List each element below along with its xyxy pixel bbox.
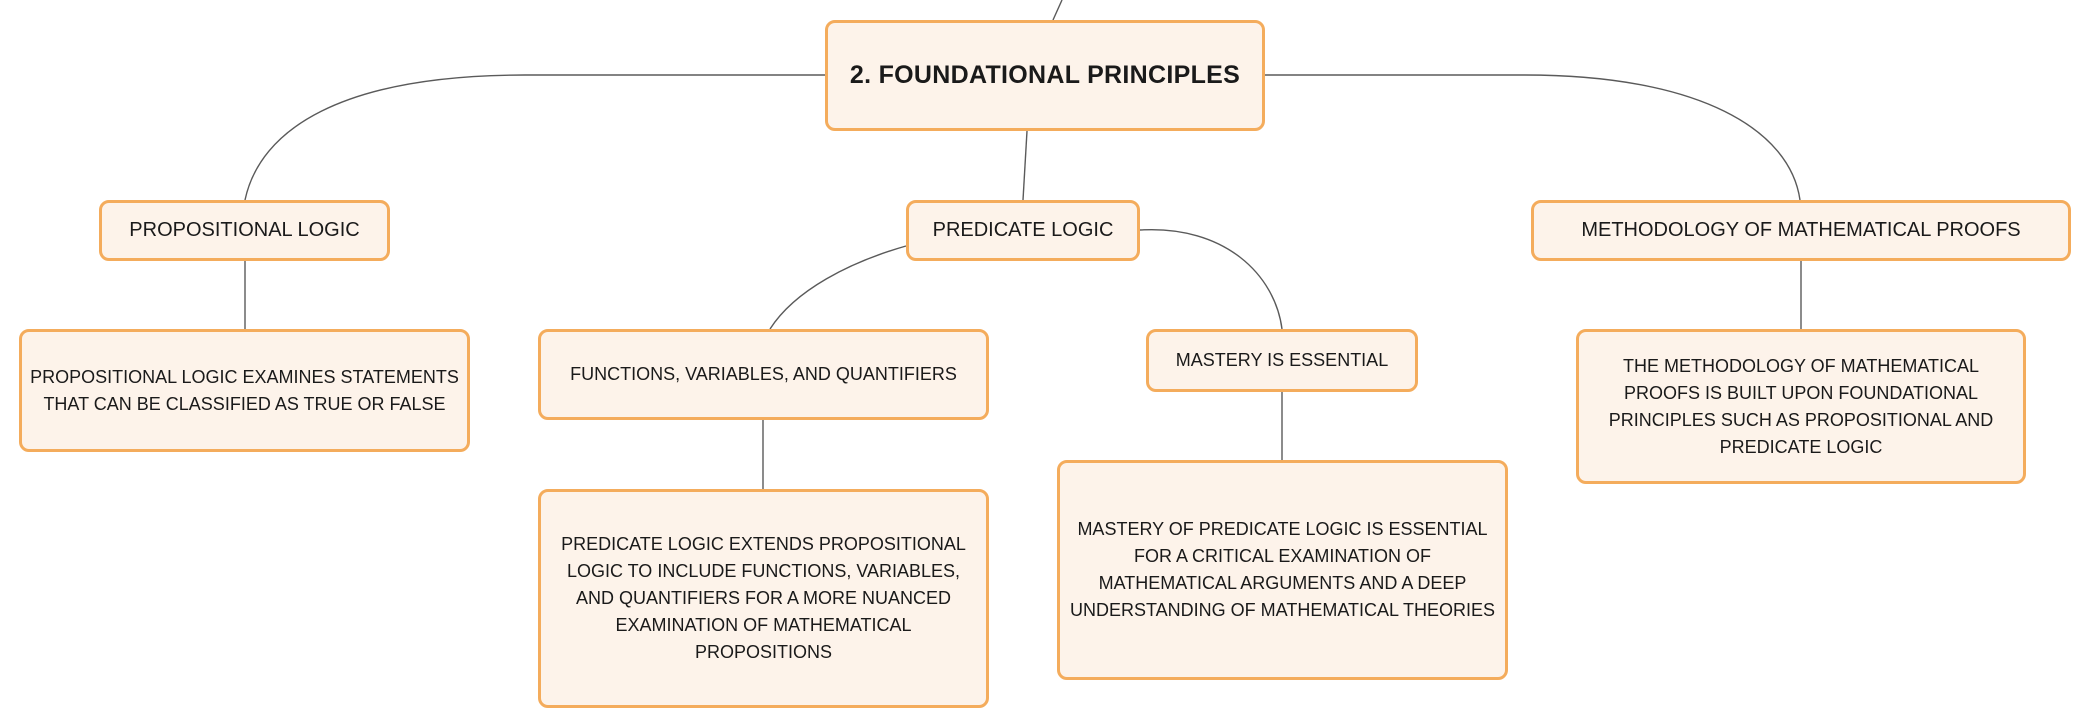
- node-mastery-detail[interactable]: MASTERY OF PREDICATE LOGIC IS ESSENTIAL …: [1057, 460, 1508, 680]
- node-methodology-of-proofs[interactable]: METHODOLOGY OF MATHEMATICAL PROOFS: [1531, 200, 2071, 261]
- node-methodology-detail[interactable]: THE METHODOLOGY OF MATHEMATICAL PROOFS I…: [1576, 329, 2026, 484]
- connector-predicate-to-functions: [769, 245, 907, 330]
- connector-incoming-root: [1052, 0, 1063, 21]
- node-propositional-logic-detail[interactable]: PROPOSITIONAL LOGIC EXAMINES STATEMENTS …: [19, 329, 470, 452]
- root-node-foundational-principles[interactable]: 2. FOUNDATIONAL PRINCIPLES: [825, 20, 1265, 131]
- node-functions-variables-quantifiers[interactable]: FUNCTIONS, VARIABLES, AND QUANTIFIERS: [538, 329, 989, 420]
- node-predicate-logic-detail[interactable]: PREDICATE LOGIC EXTENDS PROPOSITIONAL LO…: [538, 489, 989, 708]
- connector-predicate-to-mastery: [1139, 229, 1283, 330]
- node-mastery-is-essential[interactable]: MASTERY IS ESSENTIAL: [1146, 329, 1418, 392]
- node-text: MASTERY OF PREDICATE LOGIC IS ESSENTIAL …: [1069, 519, 1496, 620]
- connector-root-to-methodology: [1265, 74, 1801, 201]
- node-label: PREDICATE LOGIC: [932, 219, 1114, 241]
- node-text: PROPOSITIONAL LOGIC EXAMINES STATEMENTS …: [30, 366, 459, 414]
- node-label: METHODOLOGY OF MATHEMATICAL PROOFS: [1581, 219, 2021, 241]
- node-label: MASTERY IS ESSENTIAL: [1175, 350, 1389, 371]
- node-text: PREDICATE LOGIC EXTENDS PROPOSITIONAL LO…: [561, 534, 966, 662]
- node-text: THE METHODOLOGY OF MATHEMATICAL PROOFS I…: [1608, 355, 1994, 457]
- connector-root-to-predicate: [1022, 130, 1028, 201]
- node-label: PROPOSITIONAL LOGIC: [129, 219, 360, 241]
- root-node-label: 2. FOUNDATIONAL PRINCIPLES: [849, 61, 1241, 90]
- node-predicate-logic[interactable]: PREDICATE LOGIC: [906, 200, 1140, 261]
- connector-root-to-propositional: [244, 74, 825, 201]
- node-label: FUNCTIONS, VARIABLES, AND QUANTIFIERS: [570, 364, 957, 385]
- node-propositional-logic[interactable]: PROPOSITIONAL LOGIC: [99, 200, 390, 261]
